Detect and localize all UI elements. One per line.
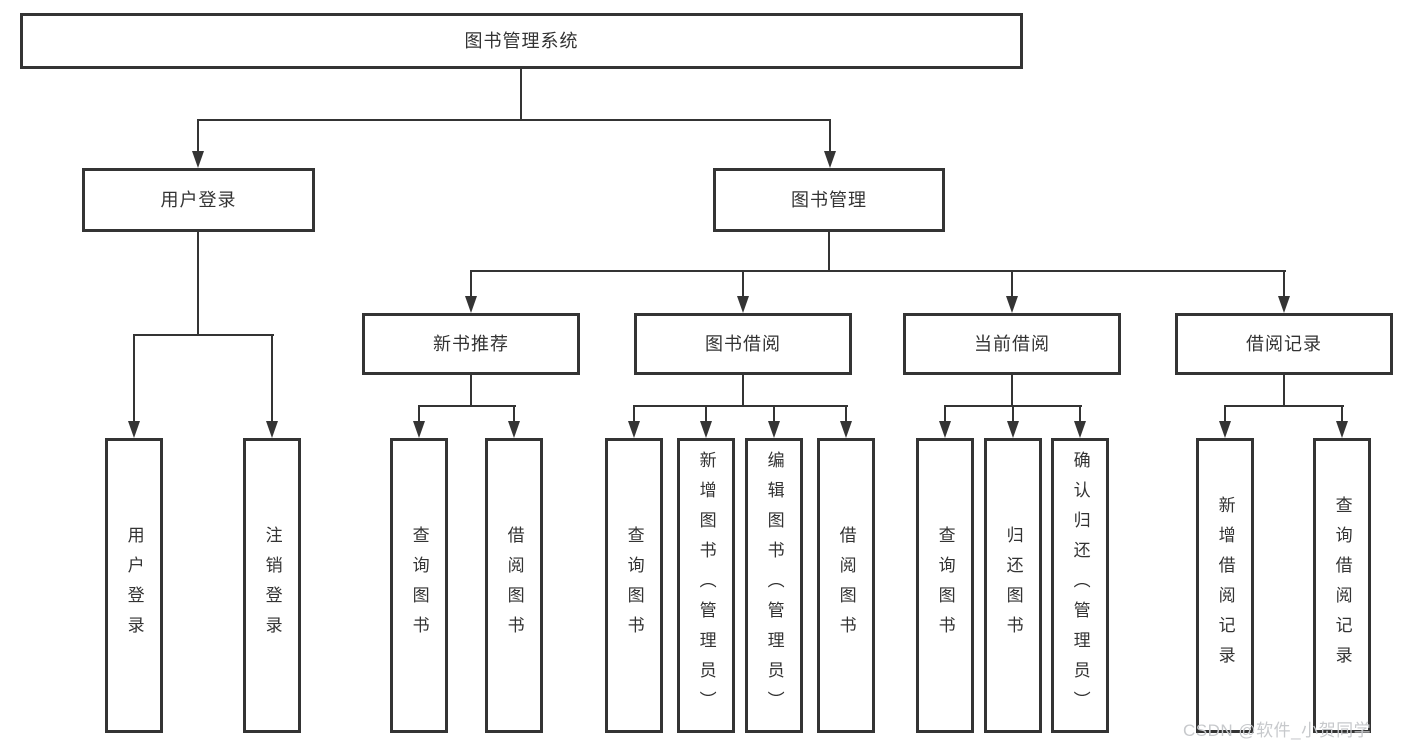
node-root-label: 图书管理系统: [464, 31, 579, 51]
node-current-borrow: 当前借阅: [903, 313, 1121, 375]
leaf-nb-borrow-book-label: 借阅图书: [504, 525, 524, 646]
leaf-logout-label: 注销登录: [262, 525, 282, 646]
arrow-down-icon: [840, 421, 852, 438]
leaf-bb-edit-book-label: 编辑图书（管理员）: [764, 450, 784, 721]
connector-line: [133, 334, 135, 423]
node-user-login-label: 用户登录: [160, 190, 237, 210]
leaf-cb-query-book-label: 查询图书: [935, 525, 955, 646]
connector-line: [418, 405, 516, 407]
connector-line: [829, 119, 831, 154]
connector-line: [470, 270, 1286, 272]
node-user-login: 用户登录: [82, 168, 315, 232]
csdn-watermark: CSDN @软件_小贺同学: [1183, 721, 1372, 740]
node-borrow-record-label: 借阅记录: [1246, 334, 1322, 354]
leaf-bb-add-book-label: 新增图书（管理员）: [696, 450, 716, 721]
leaf-bb-borrow-book: 借阅图书: [817, 438, 875, 733]
arrow-down-icon: [1006, 296, 1018, 313]
leaf-bb-borrow-book-label: 借阅图书: [836, 525, 856, 646]
node-root: 图书管理系统: [20, 13, 1023, 69]
connector-line: [1341, 405, 1343, 423]
node-new-book-recommend-label: 新书推荐: [433, 334, 509, 354]
node-current-borrow-label: 当前借阅: [974, 334, 1050, 354]
leaf-br-query-record: 查询借阅记录: [1313, 438, 1371, 733]
connector-line: [944, 405, 946, 423]
arrow-down-icon: [824, 151, 836, 168]
connector-line: [633, 405, 635, 423]
node-book-borrow-label: 图书借阅: [705, 334, 781, 354]
leaf-nb-borrow-book: 借阅图书: [485, 438, 543, 733]
leaf-cb-query-book: 查询图书: [916, 438, 974, 733]
connector-line: [1283, 270, 1285, 298]
leaf-bb-add-book: 新增图书（管理员）: [677, 438, 735, 733]
arrow-down-icon: [128, 421, 140, 438]
leaf-user-login: 用户登录: [105, 438, 163, 733]
node-borrow-record: 借阅记录: [1175, 313, 1393, 375]
connector-line: [1283, 375, 1285, 407]
arrow-down-icon: [1336, 421, 1348, 438]
connector-line: [513, 405, 515, 423]
arrow-down-icon: [508, 421, 520, 438]
node-book-borrow: 图书借阅: [634, 313, 852, 375]
arrow-down-icon: [1007, 421, 1019, 438]
leaf-cb-confirm-return: 确认归还（管理员）: [1051, 438, 1109, 733]
arrow-down-icon: [465, 296, 477, 313]
connector-line: [742, 375, 744, 407]
arrow-down-icon: [1074, 421, 1086, 438]
connector-line: [633, 405, 848, 407]
connector-line: [418, 405, 420, 423]
arrow-down-icon: [413, 421, 425, 438]
node-book-management: 图书管理: [713, 168, 945, 232]
leaf-br-add-record-label: 新增借阅记录: [1215, 495, 1235, 676]
arrow-down-icon: [700, 421, 712, 438]
node-new-book-recommend: 新书推荐: [362, 313, 580, 375]
connector-line: [197, 232, 199, 336]
node-book-management-label: 图书管理: [791, 190, 867, 210]
arrow-down-icon: [768, 421, 780, 438]
connector-line: [1011, 375, 1013, 407]
connector-line: [845, 405, 847, 423]
leaf-cb-return-book: 归还图书: [984, 438, 1042, 733]
connector-line: [1224, 405, 1344, 407]
arrow-down-icon: [266, 421, 278, 438]
leaf-cb-confirm-return-label: 确认归还（管理员）: [1070, 450, 1090, 721]
leaf-nb-query-book: 查询图书: [390, 438, 448, 733]
connector-line: [1224, 405, 1226, 423]
connector-line: [197, 119, 831, 121]
leaf-user-login-label: 用户登录: [124, 525, 144, 646]
arrow-down-icon: [737, 296, 749, 313]
connector-line: [470, 270, 472, 298]
connector-line: [520, 69, 522, 120]
leaf-bb-query-book-label: 查询图书: [624, 525, 644, 646]
arrow-down-icon: [192, 151, 204, 168]
connector-line: [828, 232, 830, 272]
connector-line: [271, 334, 273, 423]
connector-line: [705, 405, 707, 423]
leaf-br-query-record-label: 查询借阅记录: [1332, 495, 1352, 676]
connector-line: [133, 334, 274, 336]
connector-line: [1012, 405, 1014, 423]
connector-line: [742, 270, 744, 298]
leaf-bb-edit-book: 编辑图书（管理员）: [745, 438, 803, 733]
leaf-br-add-record: 新增借阅记录: [1196, 438, 1254, 733]
connector-line: [1011, 270, 1013, 298]
leaf-logout: 注销登录: [243, 438, 301, 733]
connector-line: [470, 375, 472, 407]
arrow-down-icon: [1219, 421, 1231, 438]
leaf-bb-query-book: 查询图书: [605, 438, 663, 733]
arrow-down-icon: [628, 421, 640, 438]
connector-line: [773, 405, 775, 423]
connector-line: [197, 119, 199, 154]
leaf-cb-return-book-label: 归还图书: [1003, 525, 1023, 646]
arrow-down-icon: [1278, 296, 1290, 313]
connector-line: [1079, 405, 1081, 423]
arrow-down-icon: [939, 421, 951, 438]
leaf-nb-query-book-label: 查询图书: [409, 525, 429, 646]
